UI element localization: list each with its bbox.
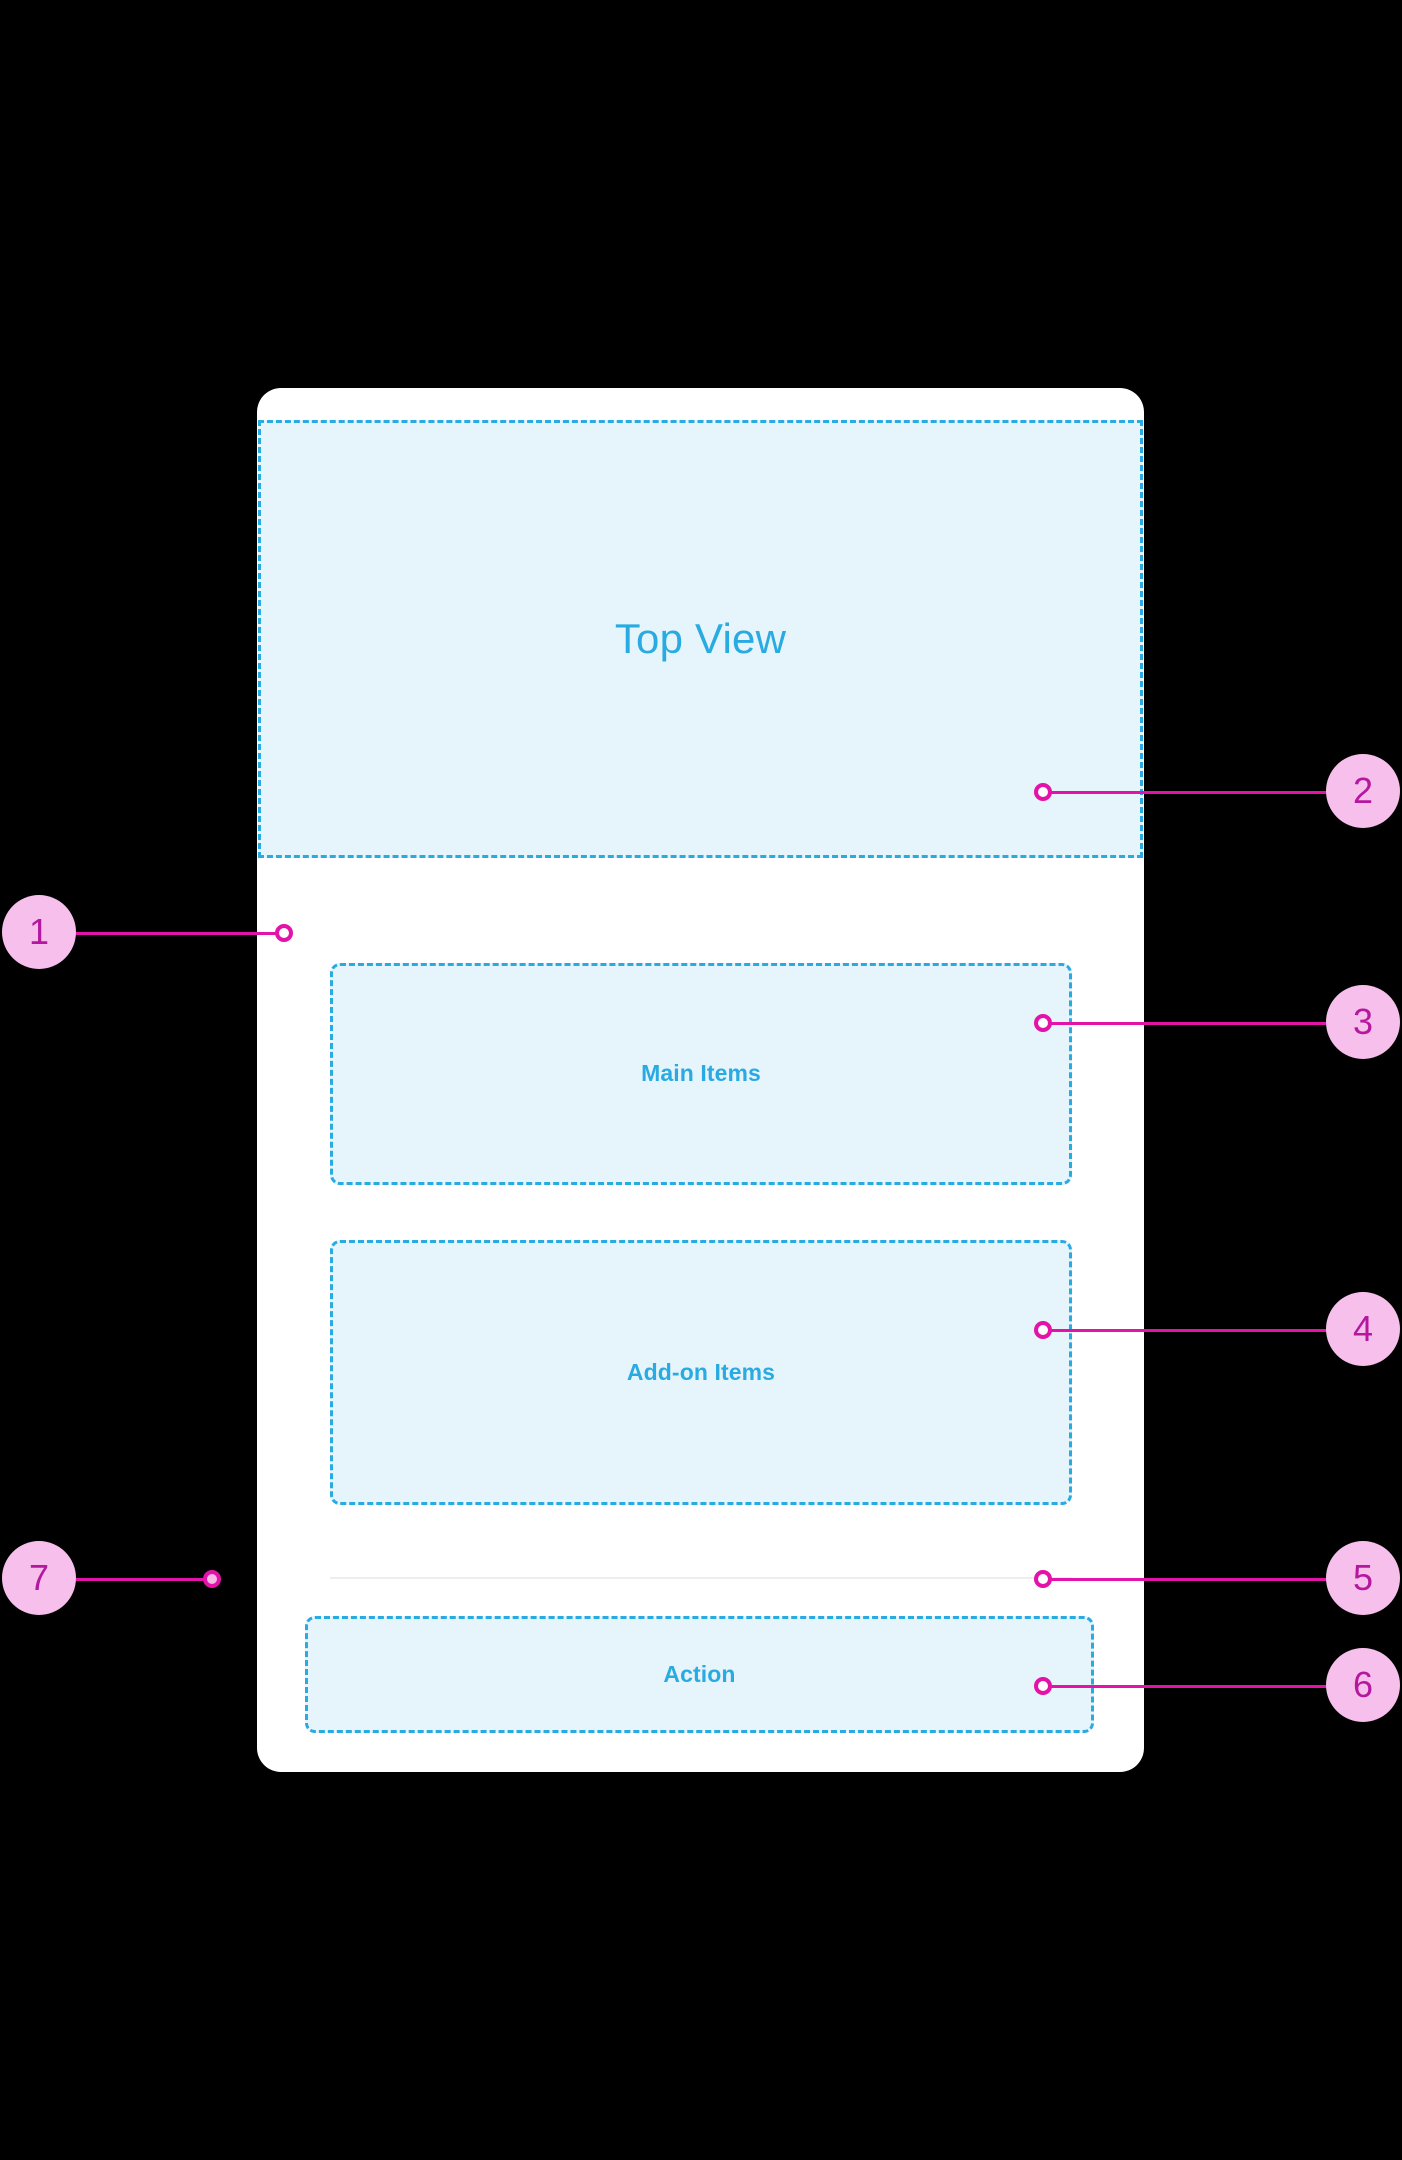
callout-leader-line-2 [1050, 791, 1327, 794]
addon-items-label: Add-on Items [626, 1358, 776, 1385]
main-items-label: Main Items [641, 1060, 761, 1087]
callout-endpoint-7 [203, 1570, 221, 1588]
callout-bubble-6[interactable]: 6 [1326, 1648, 1400, 1722]
callout-bubble-2[interactable]: 2 [1326, 754, 1400, 828]
callout-leader-line-7 [76, 1578, 211, 1581]
action-label: Action [663, 1660, 736, 1687]
addon-items-region[interactable]: Add-on Items [330, 1240, 1072, 1505]
callout-leader-line-4 [1050, 1329, 1327, 1332]
action-region[interactable]: Action [305, 1616, 1094, 1733]
callout-endpoint-1 [275, 924, 293, 942]
callout-bubble-1[interactable]: 1 [2, 895, 76, 969]
callout-bubble-4[interactable]: 4 [1326, 1292, 1400, 1366]
top-view-label: Top View [614, 614, 787, 662]
callout-leader-line-5 [1050, 1578, 1327, 1581]
bottom-sheet-card: Top View Main Items Add-on Items Action [257, 388, 1144, 1772]
callout-bubble-7[interactable]: 7 [2, 1541, 76, 1615]
callout-leader-line-3 [1050, 1022, 1327, 1025]
main-items-region[interactable]: Main Items [330, 963, 1072, 1185]
callout-bubble-3[interactable]: 3 [1326, 985, 1400, 1059]
section-divider [330, 1577, 1072, 1579]
top-view-region[interactable]: Top View [258, 420, 1143, 858]
callout-leader-line-1 [76, 932, 284, 935]
callout-bubble-5[interactable]: 5 [1326, 1541, 1400, 1615]
callout-leader-line-6 [1050, 1685, 1327, 1688]
